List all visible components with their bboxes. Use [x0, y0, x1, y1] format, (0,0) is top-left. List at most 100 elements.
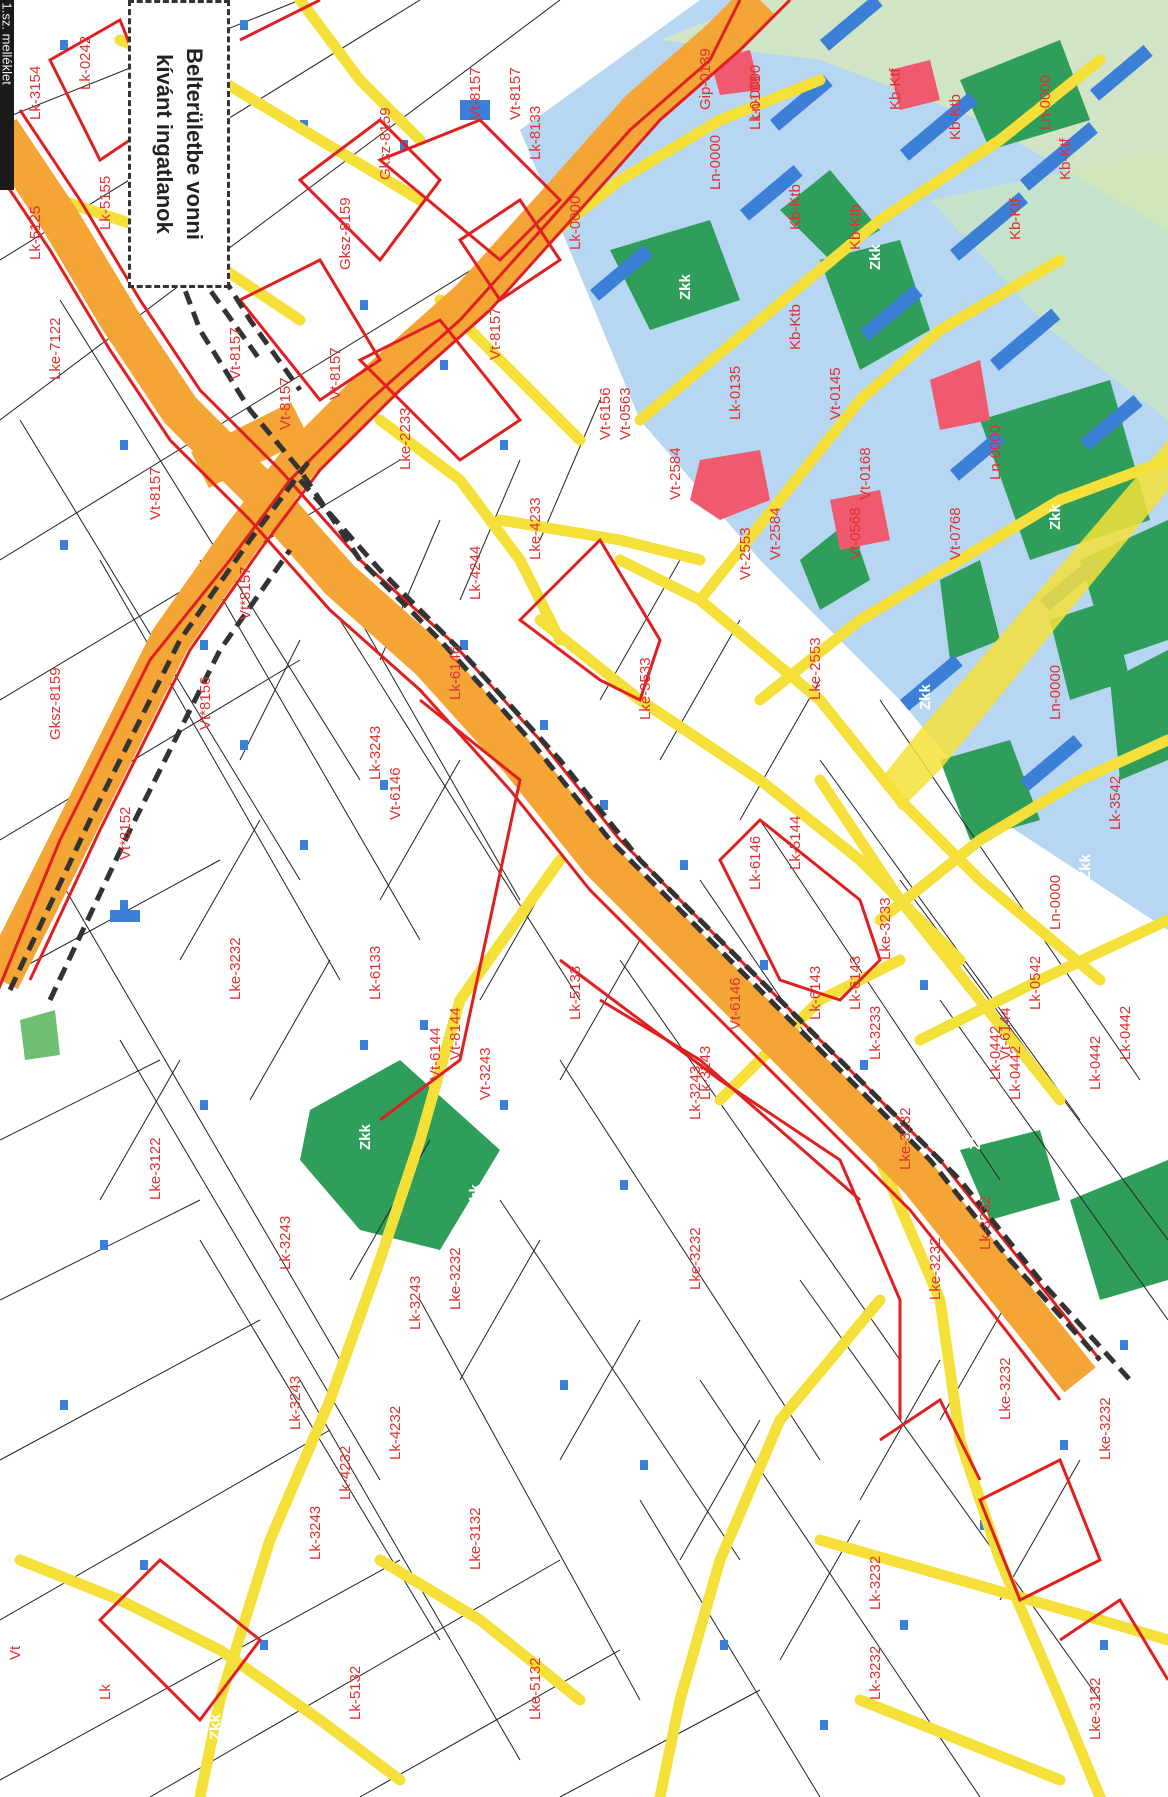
zone-label: Lke-3232 [1097, 1397, 1114, 1460]
zone-label: Lk-4232 [337, 1446, 354, 1500]
zone-label: Lk-3154 [27, 66, 44, 120]
zone-label: Lke-3132 [1087, 1677, 1104, 1740]
zone-label: Lke-3232 [227, 937, 244, 1000]
zone-label: Lk-4244 [467, 546, 484, 600]
zone-label: Lk-3233 [867, 1006, 884, 1060]
zone-label: Kb-Ktb [847, 204, 864, 250]
legend-callout: Belterületbe vonni kívánt ingatlanok [128, 0, 230, 288]
zone-label: Gksz-8159 [47, 667, 64, 740]
zone-label: Kb-Ktf [1007, 197, 1024, 240]
zone-label: Lk-6146 [747, 836, 764, 890]
callout-text: Belterületbe vonni kívánt ingatlanok [149, 48, 209, 240]
zone-label: Vt-8144 [447, 1007, 464, 1060]
zone-label: Vt-6156 [597, 387, 614, 440]
zone-label: Lk-3243 [407, 1276, 424, 1330]
zone-label: Zkk [1047, 503, 1064, 530]
zone-label: Vt-0768 [947, 507, 964, 560]
zone-label: Vt-0568 [847, 507, 864, 560]
zone-label: Zkk [917, 683, 934, 710]
edge-strip: 1.sz. melléklet [0, 0, 15, 190]
zone-label: Lk-5155 [97, 176, 114, 230]
zone-label: Lk-0542 [1027, 956, 1044, 1010]
zone-label: Vt-0563 [617, 387, 634, 440]
zone-label: Zkk [207, 1713, 224, 1740]
zone-label: Gip-0139 [697, 48, 714, 110]
zone-label: Lk-8133 [527, 106, 544, 160]
zone-label: Zkk [967, 1123, 984, 1150]
zone-label: Vt-8157 [507, 67, 524, 120]
zone-label: Kb-Ktb [947, 94, 964, 140]
zone-label: Lk-6143 [807, 966, 824, 1020]
zone-label: Kb-Ktf [887, 67, 904, 110]
zone-label: Lke-3122 [147, 1137, 164, 1200]
zone-label: Ln-0000 [1047, 665, 1064, 720]
zone-label: Lk-0442 [1007, 1046, 1024, 1100]
pedestrian-corridor [880, 440, 1168, 810]
zone-label: Vt*8157 [237, 567, 254, 620]
zone-label: Ln-0000 [707, 135, 724, 190]
zone-label-layer: Lk-3154Lk-0242Lke-3234Lke-3132Lk-5155Lk-… [7, 36, 1134, 1740]
zone-label: Lk-6146 [447, 646, 464, 700]
zone-label: Lk-3232 [977, 1196, 994, 1250]
zone-label: Gksz-8159 [377, 107, 394, 180]
zone-label: Lk-3243 [277, 1216, 294, 1270]
zone-label: Ln-0000 [1047, 875, 1064, 930]
urban-buildings [589, 0, 1153, 791]
zone-label: Zkk [1077, 853, 1094, 880]
zone-label: Vt-8157 [327, 347, 344, 400]
zone-label: Zkk [867, 243, 884, 270]
zone-label: Lk-0442 [987, 1026, 1004, 1080]
zone-label: Vt-0145 [827, 367, 844, 420]
zone-label: Zkk [357, 1123, 374, 1150]
annex-label: 1.sz. melléklet [0, 2, 15, 85]
house-markers [60, 20, 1128, 1730]
zone-label: Lk-5125 [27, 206, 44, 260]
zone-label: Vt*8156 [197, 677, 214, 730]
zone-label: Lke-3533 [637, 657, 654, 720]
zone-label: Vt-0168 [857, 447, 874, 500]
zone-label: Lk-3232 [867, 1646, 884, 1700]
zone-label: Ln-0000 [987, 425, 1004, 480]
public-buildings [690, 50, 990, 550]
zone-label: Lk-3232 [867, 1556, 884, 1610]
zone-label: Lke-3132 [467, 1507, 484, 1570]
zone-label: Lk-6143 [847, 956, 864, 1010]
zone-label: Lke-4233 [527, 497, 544, 560]
zone-label: Vt-6146 [387, 767, 404, 820]
zone-label: Lke-3232 [997, 1357, 1014, 1420]
zone-label: Lk-0442 [1087, 1036, 1104, 1090]
zone-label: Kb-Ktf [1057, 137, 1074, 180]
zone-label: Vt-2553 [737, 527, 754, 580]
zone-label: Vt-3243 [477, 1047, 494, 1100]
zone-label: Vt [7, 1645, 24, 1660]
zone-label: Lk-5132 [347, 1666, 364, 1720]
zone-label: Lk-0135 [727, 366, 744, 420]
zone-label: Lk-6133 [367, 946, 384, 1000]
zone-label: Vt-8157 [277, 377, 294, 430]
zone-label: Vt-6144 [427, 1027, 444, 1080]
zone-label: Vt-8157 [467, 67, 484, 120]
zone-label: Lk-3243 [697, 1046, 714, 1100]
zone-label: Lk-3243 [367, 726, 384, 780]
zone-label: Vt-6144 [997, 1007, 1014, 1060]
zone-label: Gksz-8159 [337, 197, 354, 270]
callout-line-1: Belterületbe vonni [182, 48, 208, 240]
zone-label: Ln-0000 [1037, 75, 1054, 130]
callout-line-2: kívánt ingatlanok [152, 54, 178, 234]
zone-label: Vt-2584 [767, 507, 784, 560]
zone-label: Zkk [677, 273, 694, 300]
zone-label: Lk [97, 1684, 114, 1700]
zone-label: Lke-2233 [397, 407, 414, 470]
zone-label: Vt*8152 [117, 807, 134, 860]
zone-label: Lk-3243 [687, 1066, 704, 1120]
zone-label: Vt-8157 [227, 327, 244, 380]
zone-label: Lke-3233 [877, 897, 894, 960]
zone-label: Vt-2584 [667, 447, 684, 500]
zone-label: Lk-5133 [567, 966, 584, 1020]
zone-label: Lk-0133 [747, 76, 764, 130]
zone-label: Lke-7122 [47, 317, 64, 380]
zone-label: Lke-3232 [687, 1227, 704, 1290]
zone-label: Kb-Ktb [787, 184, 804, 230]
zone-label: Kb-Ktb [787, 304, 804, 350]
